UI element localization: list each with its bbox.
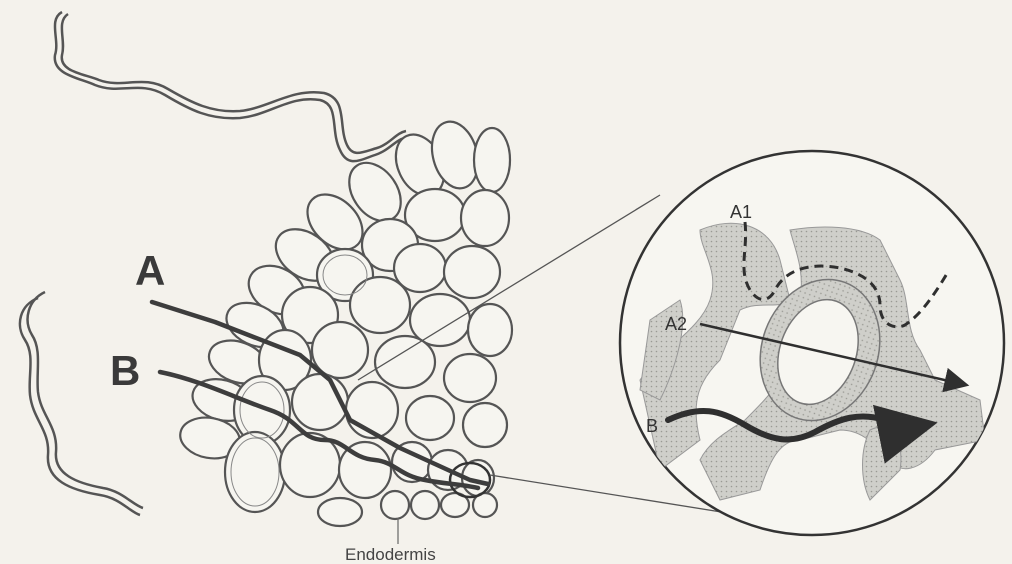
label-inset-a1: A1 — [730, 202, 752, 222]
label-path-a: A — [135, 247, 165, 294]
label-inset-b: B — [646, 416, 658, 436]
label-inset-a2: A2 — [665, 314, 687, 334]
magnified-inset — [620, 151, 1004, 535]
label-path-b: B — [110, 347, 140, 394]
label-endodermis: Endodermis — [345, 545, 436, 564]
